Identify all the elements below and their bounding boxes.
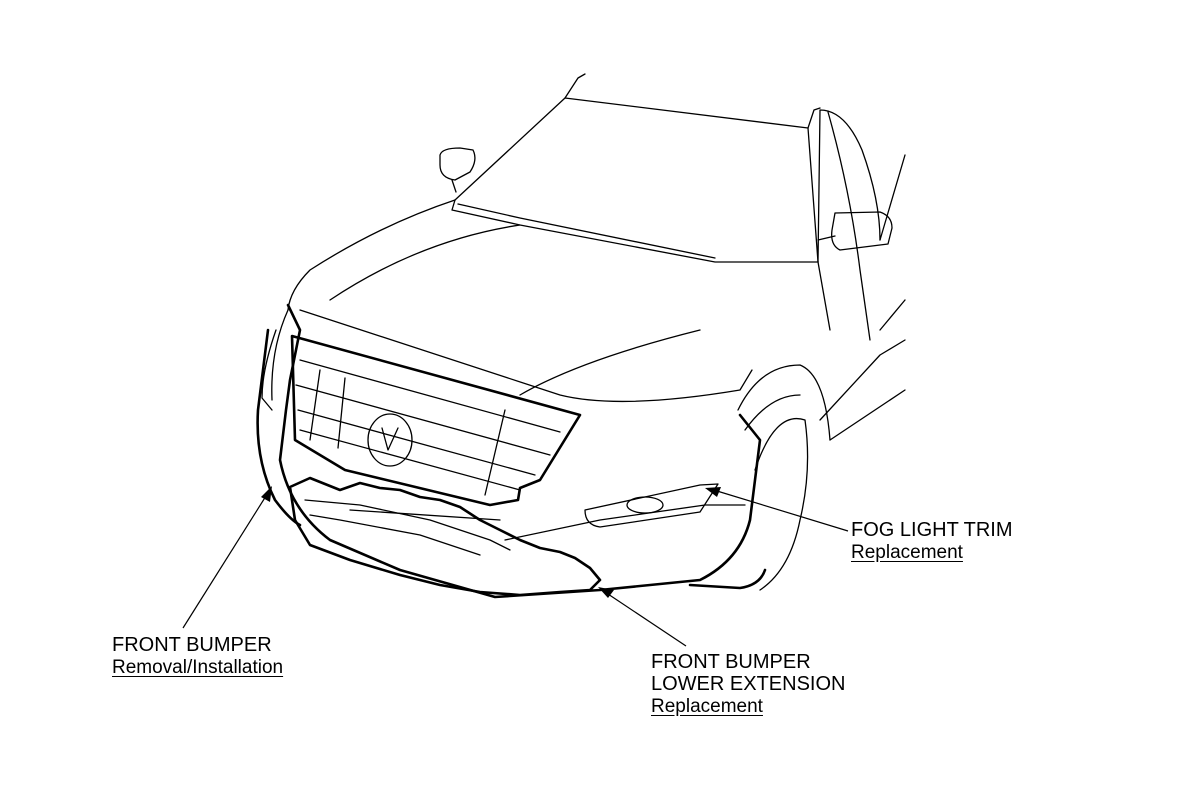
callout-lower-extension: FRONT BUMPER LOWER EXTENSION Replacement [651,651,845,718]
vehicle-body [261,73,906,591]
leader-front-bumper [182,486,272,629]
fog-light-trim-replacement-link[interactable]: Replacement [851,542,963,563]
lower-extension-replacement-link[interactable]: Replacement [651,696,763,717]
fog-light-trim [584,483,719,528]
front-bumper [256,303,767,599]
front-bumper-lower-extension [288,476,602,597]
grille [290,334,582,507]
lower-extension-label-line2: LOWER EXTENSION [651,673,846,695]
front-bumper-label: FRONT BUMPER [112,634,272,656]
leader-fog-light [705,487,849,532]
front-bumper-removal-installation-link[interactable]: Removal/Installation [112,657,284,678]
leader-lower-extension [598,587,687,647]
fog-light-trim-label: FOG LIGHT TRIM [851,519,1013,541]
callout-front-bumper: FRONT BUMPER Removal/Installation [112,634,283,679]
lower-extension-label-line1: FRONT BUMPER [651,651,811,673]
callout-fog-light-trim: FOG LIGHT TRIM Replacement [851,519,1013,564]
